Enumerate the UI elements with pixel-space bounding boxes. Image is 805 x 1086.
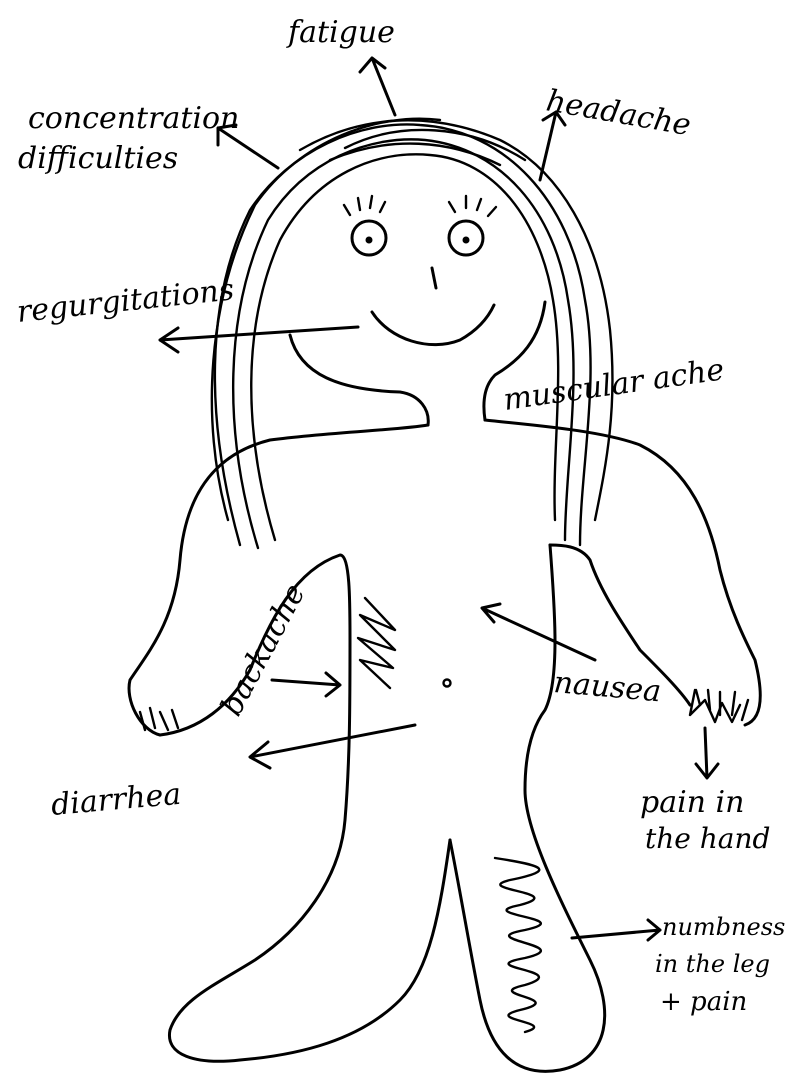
- arrow-hand-pain: [696, 728, 718, 778]
- arrow-diarrhea: [250, 725, 415, 768]
- arrow-fatigue: [360, 58, 395, 115]
- face: [344, 196, 496, 345]
- arrow-numbness: [572, 920, 660, 940]
- label-headache: headache: [544, 83, 694, 143]
- label-numbness-line1: numbness: [662, 913, 785, 941]
- label-backache: backache: [214, 578, 312, 721]
- label-pain-hand-line1: pain in: [640, 785, 744, 820]
- mouth: [372, 305, 494, 345]
- arrow-headache: [540, 112, 565, 180]
- label-pain-hand-line2: the hand: [645, 822, 770, 855]
- navel: [444, 680, 451, 687]
- label-numbness-line2: in the leg: [655, 950, 770, 978]
- label-concentration-line1: concentration: [28, 101, 239, 136]
- label-fatigue: fatigue: [286, 15, 395, 50]
- label-regurgitations: regurgitations: [15, 272, 236, 330]
- arrow-backache: [272, 673, 340, 696]
- label-diarrhea: diarrhea: [50, 777, 183, 823]
- arrow-nausea: [482, 604, 595, 660]
- arrow-regurgitations: [160, 327, 358, 352]
- arrows: [160, 58, 718, 940]
- label-concentration-line2: difficulties: [18, 141, 178, 176]
- labels: fatigue concentration difficulties heada…: [15, 15, 785, 1017]
- leg-pain-scribble: [495, 858, 541, 1032]
- label-numbness-line3: + pain: [660, 987, 747, 1017]
- nose: [432, 268, 436, 288]
- label-muscular-ache: muscular ache: [501, 352, 726, 418]
- label-nausea: nausea: [552, 665, 662, 709]
- back-pain-scribble: [358, 598, 395, 688]
